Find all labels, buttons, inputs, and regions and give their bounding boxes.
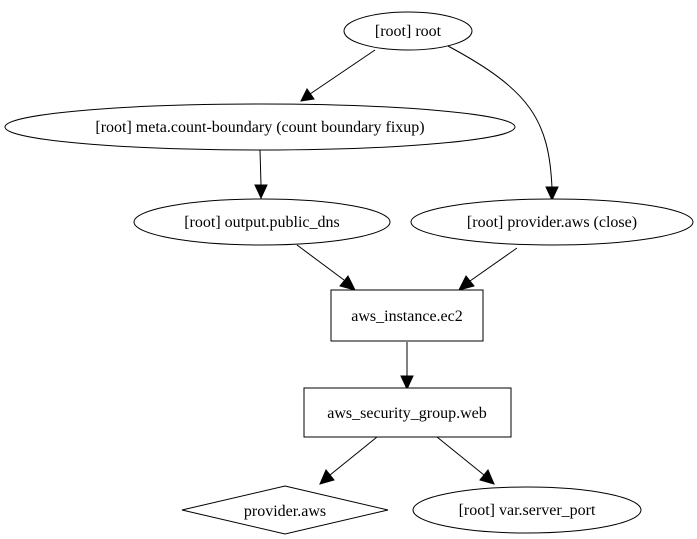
edge-security-group-to-var-server-port xyxy=(436,436,495,485)
edge-aws-instance-to-security-group xyxy=(400,342,414,391)
node-label: provider.aws xyxy=(244,503,326,520)
node-provider-aws: provider.aws xyxy=(181,485,389,535)
node-var-server-port: [root] var.server_port xyxy=(412,486,642,534)
edge-provider-aws-close-to-aws-instance xyxy=(458,247,518,291)
node-label: [root] root xyxy=(375,23,442,40)
node-label: [root] output.public_dns xyxy=(184,214,340,231)
node-label: [root] provider.aws (close) xyxy=(467,214,637,231)
edge-output-public-dns-to-aws-instance xyxy=(296,244,356,291)
node-count-boundary: [root] meta.count-boundary (count bounda… xyxy=(4,103,516,151)
node-label: aws_security_group.web xyxy=(327,405,487,422)
node-provider-aws-close: [root] provider.aws (close) xyxy=(410,198,694,246)
node-aws-instance-ec2: aws_instance.ec2 xyxy=(330,289,484,342)
node-aws-security-group-web: aws_security_group.web xyxy=(303,387,512,438)
edge-root-to-count-boundary xyxy=(300,49,376,102)
edge-security-group-to-provider-aws xyxy=(319,436,378,485)
node-label: [root] meta.count-boundary (count bounda… xyxy=(95,119,424,136)
edge-count-boundary-to-output-public-dns xyxy=(254,149,268,200)
edges xyxy=(254,45,559,485)
node-label: aws_instance.ec2 xyxy=(351,308,463,325)
edge-root-to-provider-aws-close xyxy=(447,45,559,202)
node-output-public-dns: [root] output.public_dns xyxy=(133,198,391,246)
node-label: [root] var.server_port xyxy=(459,502,596,519)
node-root: [root] root xyxy=(343,11,473,51)
